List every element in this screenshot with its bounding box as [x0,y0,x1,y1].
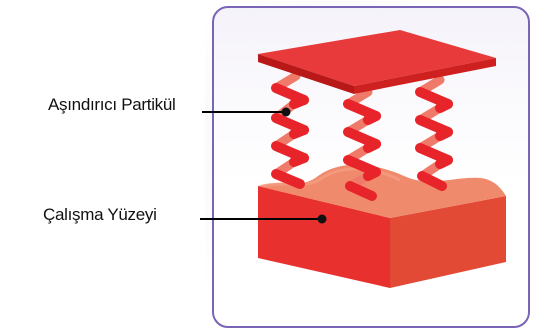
top-plate-front-face [258,54,354,94]
spring-left [271,71,309,189]
label-work-surface: Çalışma Yüzeyi [43,205,157,224]
label-abrasive-particle: Aşındırıcı Partikül [48,95,176,114]
spring-right [415,75,453,191]
top-plate [258,30,496,94]
block-front-face [258,186,390,288]
leader-dot-surface [317,214,327,224]
leader-dot-abrasive [281,107,291,117]
block-side-face [390,196,506,288]
leader-lines [200,107,327,224]
springs [271,71,453,201]
spring-middle [343,87,381,201]
top-plate-top-face [258,30,496,86]
top-plate-side-face [354,58,496,94]
